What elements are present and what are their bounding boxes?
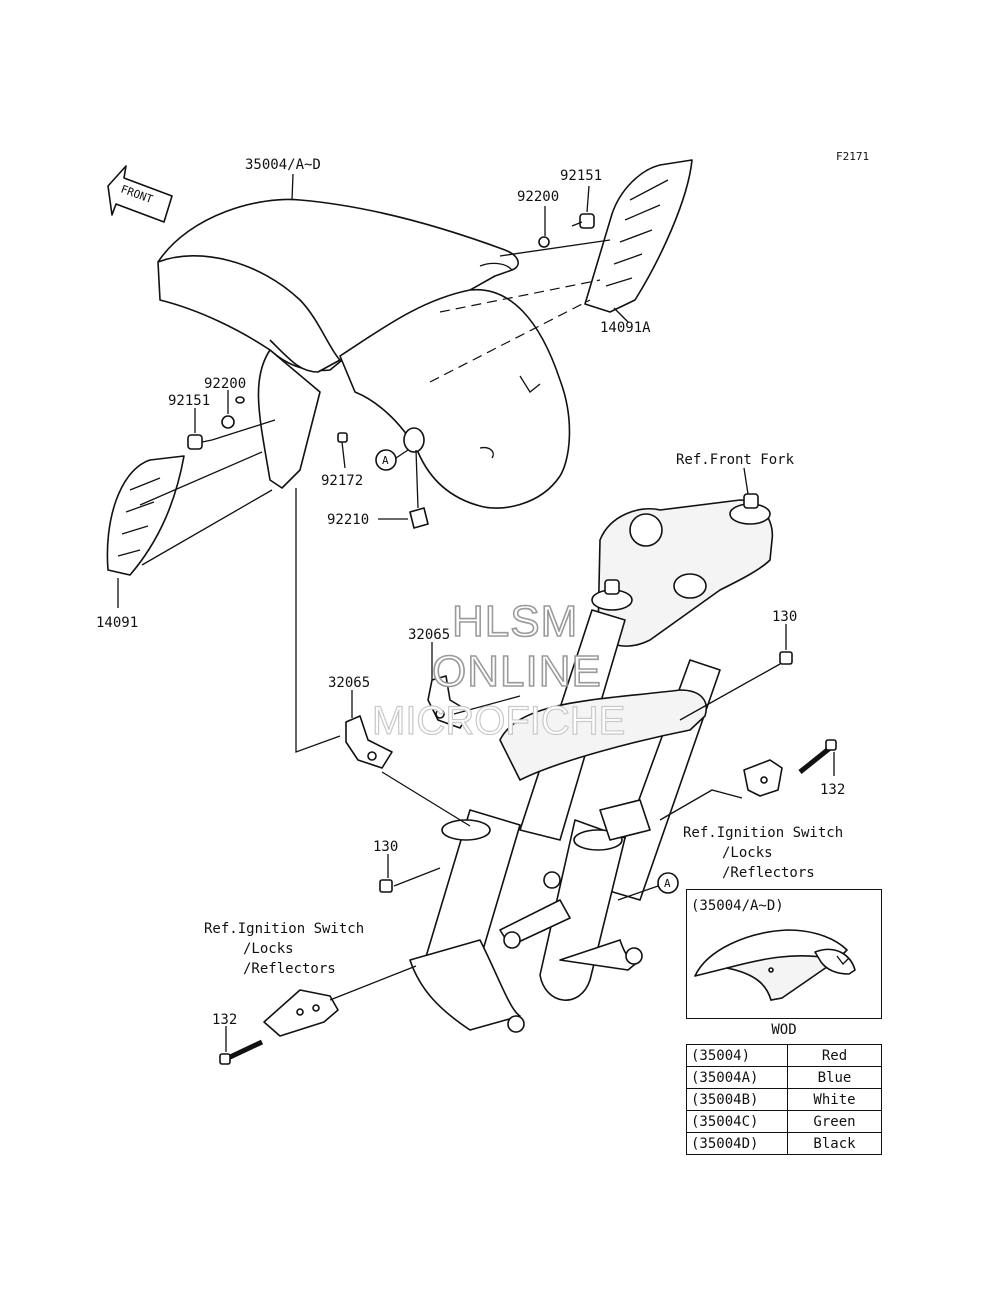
bolt-92151-top [571, 213, 595, 229]
label-ref-front-fork: Ref.Front Fork [676, 452, 795, 468]
label-92151-left: 92151 [168, 393, 210, 409]
label-130-left: 130 [373, 839, 398, 855]
label-14091: 14091 [96, 615, 138, 631]
clip-92210 [409, 449, 429, 529]
bolt-92172 [337, 432, 348, 443]
table-cell-code: (35004D) [686, 1132, 788, 1155]
variant-box: (35004/A~D) [686, 889, 882, 1019]
marker-a-right [657, 872, 679, 894]
label-32065-upper: 32065 [408, 627, 450, 643]
figure-code: F2171 [836, 150, 869, 163]
table-cell-color: Red [787, 1044, 882, 1067]
bolt-132-right [798, 739, 837, 774]
table-cell-color: Black [787, 1132, 882, 1155]
washer-92200-top [538, 236, 550, 248]
front-fork [409, 493, 774, 1033]
svg-text:/Reflectors: /Reflectors [243, 961, 336, 977]
table-cell-color: White [787, 1088, 882, 1111]
table-row: (35004A) Blue [686, 1066, 882, 1089]
table-cell-code: (35004) [686, 1044, 788, 1067]
reflector-bracket-left [263, 989, 339, 1037]
table-cell-code: (35004C) [686, 1110, 788, 1133]
table-cell-color: Blue [787, 1066, 882, 1089]
label-92172: 92172 [321, 473, 363, 489]
svg-text:HLSM: HLSM [452, 597, 578, 646]
svg-text:Ref.Ignition Switch: Ref.Ignition Switch [204, 921, 364, 937]
reflector-bracket-right [743, 759, 783, 797]
label-130-right: 130 [772, 609, 797, 625]
svg-text:/Locks: /Locks [722, 845, 773, 861]
washer-92200-left [221, 415, 235, 429]
side-cover-14091 [106, 455, 185, 576]
svg-text:MICROFICHE: MICROFICHE [372, 699, 625, 743]
ref-ignition-switch-right: Ref.Ignition Switch /Locks /Reflectors [683, 825, 843, 881]
label-35004: 35004/A~D [245, 157, 321, 173]
label-92200-top: 92200 [517, 189, 559, 205]
svg-text:ONLINE: ONLINE [432, 647, 602, 696]
table-row: (35004D) Black [686, 1132, 882, 1155]
side-cover-14091a [584, 159, 693, 313]
variant-fender-icon: (35004/A~D) [691, 898, 856, 1001]
marker-a-left [375, 449, 397, 471]
watermark: HLSM ONLINE MICROFICHE [371, 596, 626, 743]
label-92210: 92210 [327, 512, 369, 528]
table-row: (35004B) White [686, 1088, 882, 1111]
marker-a-left-label: A [382, 454, 389, 467]
label-132-right: 132 [820, 782, 845, 798]
label-92200-left: 92200 [204, 376, 246, 392]
label-14091a: 14091A [600, 320, 651, 336]
bracket-32065-lower [345, 715, 393, 769]
table-row: (35004) Red [686, 1044, 882, 1067]
table-cell-color: Green [787, 1110, 882, 1133]
bolt-130-right [779, 651, 793, 665]
table-row: (35004C) Green [686, 1110, 882, 1133]
svg-text:Ref.Ignition Switch: Ref.Ignition Switch [683, 825, 843, 841]
label-132-left: 132 [212, 1012, 237, 1028]
table-cell-code: (35004B) [686, 1088, 788, 1111]
bracket-32065-upper [427, 675, 471, 729]
variant-title: (35004/A~D) [691, 898, 784, 914]
bolt-132-left [219, 1039, 264, 1065]
bolt-92151-left [187, 434, 213, 450]
svg-text:/Reflectors: /Reflectors [722, 865, 815, 881]
label-92151-top: 92151 [560, 168, 602, 184]
svg-text:/Locks: /Locks [243, 941, 294, 957]
front-fender [157, 198, 571, 509]
front-arrow-icon: FRONT [107, 165, 173, 223]
bolt-130-left [379, 879, 393, 893]
color-table: (35004) Red (35004A) Blue (35004B) White… [686, 1044, 882, 1155]
table-cell-code: (35004A) [686, 1066, 788, 1089]
ref-ignition-switch-left: Ref.Ignition Switch /Locks /Reflectors [204, 921, 364, 977]
wod-caption: WOD [771, 1022, 797, 1038]
label-32065-lower: 32065 [328, 675, 370, 691]
marker-a-right-label: A [664, 877, 671, 890]
